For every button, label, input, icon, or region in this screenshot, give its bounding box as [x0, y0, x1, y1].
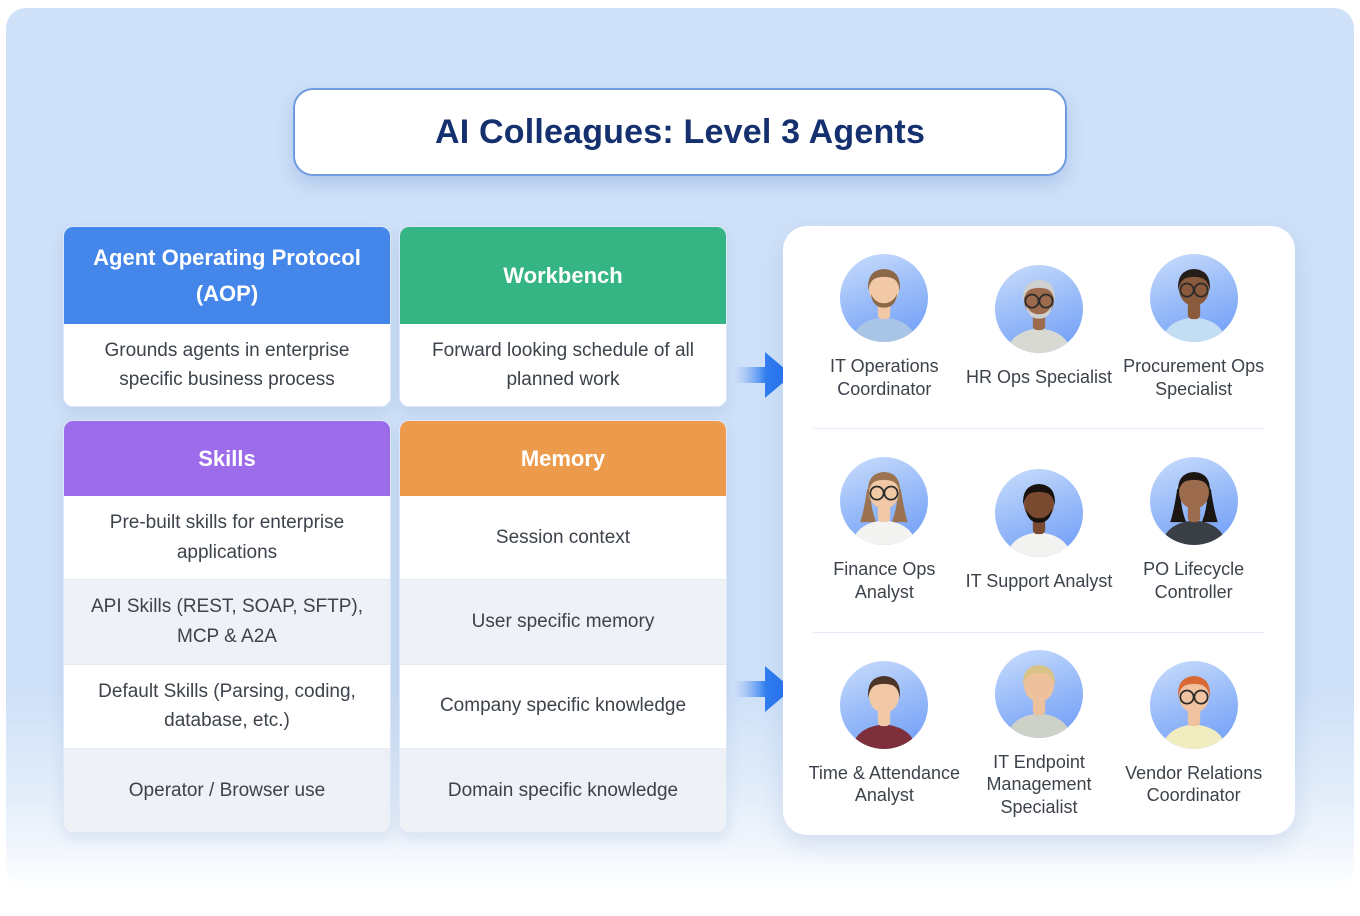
row-divider	[813, 631, 1265, 633]
agent-role: Vendor Relations Coordinator	[1125, 762, 1263, 806]
agent-row: IT Operations Coordinator HR Ops Special…	[783, 226, 1295, 428]
agent-role: IT Support Analyst	[965, 570, 1113, 591]
agent-role: IT Endpoint Management Specialist	[986, 751, 1092, 817]
agent-role: PO Lifecycle Controller	[1143, 559, 1245, 602]
card-skills: Skills Pre-built skills for enterprise a…	[63, 420, 391, 833]
card-row: Domain specific knowledge	[400, 747, 726, 832]
card-row: Operator / Browser use	[64, 747, 390, 832]
card-row: User specific memory	[400, 579, 726, 664]
card-row: Default Skills (Parsing, coding, databas…	[64, 663, 390, 748]
title-card: AI Colleagues: Level 3 Agents	[293, 88, 1067, 176]
agent-role: HR Ops Specialist	[965, 367, 1113, 388]
agent-avatar	[994, 265, 1083, 354]
agent-avatar	[994, 649, 1083, 738]
card-agent-operating-protocol: Agent Operating Protocol (AOP) Grounds a…	[63, 226, 391, 407]
agent-card: Finance Ops Analyst	[808, 457, 960, 603]
agent-avatar	[1149, 660, 1238, 749]
card-workbench: Workbench Forward looking schedule of al…	[399, 226, 727, 407]
card-row: Pre-built skills for enterprise applicat…	[64, 496, 390, 580]
agent-avatar	[840, 254, 929, 343]
agent-card: PO Lifecycle Controller	[1118, 457, 1270, 603]
agent-card: Time & Attendance Analyst	[808, 660, 961, 807]
agent-card: IT Support Analyst	[963, 468, 1115, 593]
page-title: AI Colleagues: Level 3 Agents	[434, 112, 926, 151]
agent-avatar	[1149, 254, 1238, 343]
card-row: Company specific knowledge	[400, 663, 726, 748]
agent-avatar	[1149, 457, 1238, 546]
agent-card: Procurement Ops Specialist	[1118, 254, 1270, 400]
flow-arrow-bottom-icon	[735, 666, 792, 712]
agent-card: IT Endpoint Management Specialist	[963, 649, 1115, 819]
agent-card: IT Operations Coordinator	[808, 254, 960, 400]
agent-avatar	[840, 457, 929, 546]
card-header-workbench: Workbench	[400, 227, 726, 324]
agents-panel: IT Operations Coordinator HR Ops Special…	[783, 226, 1295, 835]
agent-row: Time & Attendance Analyst IT Endpoint Ma…	[783, 633, 1295, 835]
agent-role: Finance Ops Analyst	[833, 559, 936, 602]
card-row: API Skills (REST, SOAP, SFTP), MCP & A2A	[64, 579, 390, 664]
agent-avatar	[840, 660, 929, 749]
agent-role: IT Operations Coordinator	[829, 356, 939, 399]
agent-avatar	[994, 468, 1083, 557]
card-row: Session context	[400, 496, 726, 580]
card-header-aop: Agent Operating Protocol (AOP)	[64, 227, 390, 324]
card-row: Grounds agents in enterprise specific bu…	[64, 324, 390, 406]
card-header-memory: Memory	[400, 421, 726, 496]
agent-role: Time & Attendance Analyst	[808, 762, 961, 806]
agent-card: HR Ops Specialist	[963, 265, 1115, 389]
agent-row: Finance Ops Analyst IT Support Analyst P…	[783, 429, 1295, 631]
card-row: Forward looking schedule of all planned …	[400, 324, 726, 406]
flow-arrow-top-icon	[735, 352, 792, 398]
agent-card: Vendor Relations Coordinator	[1118, 660, 1270, 807]
row-divider	[813, 428, 1265, 430]
card-header-skills: Skills	[64, 421, 390, 496]
agent-role: Procurement Ops Specialist	[1123, 356, 1265, 399]
